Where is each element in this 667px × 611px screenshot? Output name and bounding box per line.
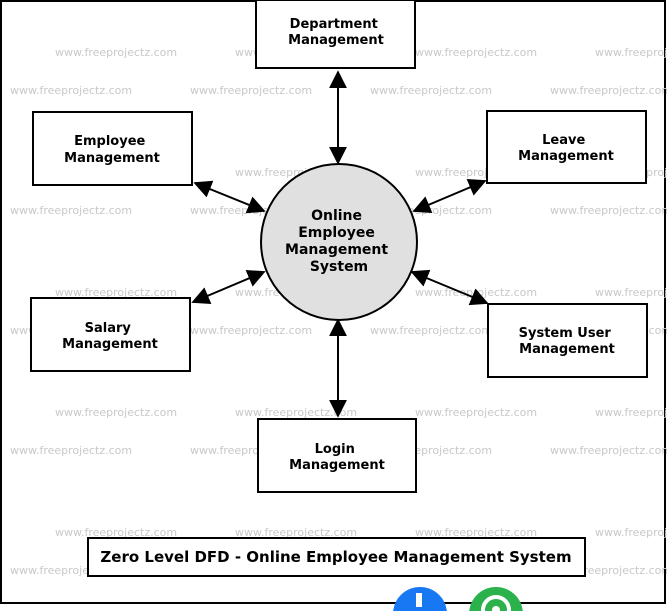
entity-salary-line-2: Management xyxy=(62,337,158,352)
svg-text:Online Employee Ma: Online Employee Management System xyxy=(285,208,393,275)
watermark-text: www.freeprojectz.com xyxy=(595,46,667,59)
entity-department-box xyxy=(255,0,416,69)
flow-employee xyxy=(193,180,266,214)
entity-leave-box xyxy=(486,110,647,184)
watermark-text: www.freeprojectz.com xyxy=(235,526,357,539)
entity-system-user-line-1: System User xyxy=(519,326,612,341)
share-icons xyxy=(393,587,523,611)
entity-salary: Salary Management xyxy=(30,297,191,372)
entity-system-user-line-2: Management xyxy=(519,342,615,357)
svg-text:Login Management: Login Management xyxy=(289,442,385,473)
entity-employee-line-1: Employee xyxy=(74,134,145,149)
flow-system-user xyxy=(410,269,489,306)
blue-share-icon[interactable] xyxy=(393,587,447,611)
watermark-text: www.freeprojectz.com xyxy=(370,84,492,97)
watermark-text: www.freeprojectz.com xyxy=(595,406,667,419)
watermark-text: www.freeprojectz.com xyxy=(415,46,537,59)
watermark-text: www.freeprojectz.com xyxy=(550,84,667,97)
diagram-title-box xyxy=(87,537,586,577)
watermark-text: www.freeprojectz.com xyxy=(55,406,177,419)
watermark-text: www.freeprojectz.com xyxy=(550,204,667,217)
watermark-text: www.freeprojectz.com xyxy=(55,286,177,299)
watermark-text: www.freeprojectz.com xyxy=(55,526,177,539)
watermark-text: www.freeprojectz.com xyxy=(415,526,537,539)
entity-login-box xyxy=(257,418,417,493)
entity-system-user-box xyxy=(487,303,648,378)
green-share-icon[interactable] xyxy=(469,587,523,611)
center-line-1: Online xyxy=(311,208,362,224)
watermark-text: www.freeprojectz.com xyxy=(370,324,492,337)
watermark-text: www.freeprojectz.com xyxy=(10,84,132,97)
flow-leave xyxy=(412,179,487,213)
watermark-text: www.freeprojectz.com xyxy=(415,406,537,419)
entity-department-line-2: Management xyxy=(288,33,384,48)
entity-login-line-1: Login xyxy=(315,442,355,457)
central-process: Online Employee Management System xyxy=(260,163,418,321)
watermark-text: www.freeprojectz.com xyxy=(190,84,312,97)
entity-department: Department Management xyxy=(255,0,416,69)
svg-text:Employee Management: Employee Management xyxy=(64,134,160,166)
watermark-text: www.freeprojectz.com xyxy=(10,444,132,457)
entity-login: Login Management xyxy=(257,418,417,493)
center-line-3: Management xyxy=(285,242,388,258)
watermark-text: www.freeprojectz.com xyxy=(415,286,537,299)
entity-salary-box xyxy=(30,297,191,372)
entity-leave-line-1: Leave xyxy=(542,133,585,148)
entity-login-line-2: Management xyxy=(289,458,385,473)
center-line-4: System xyxy=(310,259,368,275)
entity-employee: Employee Management xyxy=(32,111,193,186)
data-flows xyxy=(191,70,489,418)
central-process-circle xyxy=(260,163,418,321)
watermark-text: www.freeprojectz.com xyxy=(595,526,667,539)
watermark-text: www.freeprojectz.com xyxy=(550,444,667,457)
center-line-2: Employee xyxy=(298,225,375,241)
svg-text:Salary Management: Salary Management xyxy=(62,321,158,352)
svg-text:System User Management: System User Management xyxy=(519,326,616,357)
entity-employee-line-2: Management xyxy=(64,151,160,166)
watermark-text: www.freeprojectz.com xyxy=(235,406,357,419)
watermark-text: www.freeprojectz.com xyxy=(10,204,132,217)
entity-leave: Leave Management xyxy=(486,110,647,184)
svg-text:Department Management: Department Management xyxy=(288,17,384,48)
flow-salary xyxy=(191,270,266,304)
watermark-text: www.freeprojectz.com xyxy=(190,324,312,337)
entity-system-user: System User Management xyxy=(487,303,648,378)
entity-department-line-1: Department xyxy=(290,17,378,32)
watermark-text: www.freeprojectz.com xyxy=(595,286,667,299)
entity-leave-line-2: Management xyxy=(518,149,614,164)
entity-salary-line-1: Salary xyxy=(85,321,132,336)
entity-employee-box xyxy=(32,111,193,186)
diagram-title-text: Zero Level DFD - Online Employee Managem… xyxy=(100,548,571,566)
diagram-title: Zero Level DFD - Online Employee Managem… xyxy=(87,537,586,577)
watermark-text: www.freeprojectz.com xyxy=(55,46,177,59)
svg-text:Leave Management: Leave Management xyxy=(518,133,614,164)
